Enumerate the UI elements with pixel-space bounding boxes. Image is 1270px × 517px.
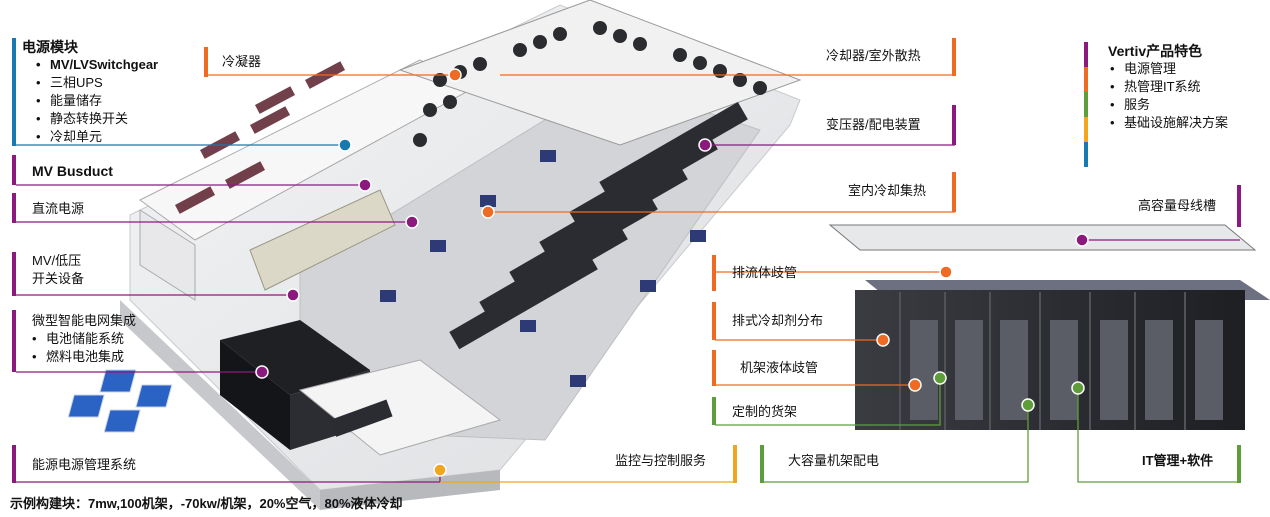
legend-color-green	[1084, 92, 1088, 117]
rack-manifold-label: 机架液体歧管	[740, 360, 819, 375]
solar-panels	[67, 369, 173, 433]
legend-item: 电源管理	[1110, 60, 1228, 78]
legend-item: 热管理IT系统	[1110, 78, 1228, 96]
rack-pdu-label: 大容量机架配电	[788, 453, 880, 468]
busway-label: 高容量母线槽	[1138, 198, 1217, 213]
marker-dots	[255, 68, 1089, 477]
mv-busduct-bar	[12, 155, 16, 185]
custom-rack-label: 定制的货架	[732, 404, 798, 419]
transformer-bar	[952, 105, 956, 145]
legend-color-blue	[1084, 142, 1088, 167]
legend-color-purple	[1084, 42, 1088, 67]
power-module-label: 电源模块 MV/LVSwitchgear 三相UPS 能量储存 静态转换开关 冷…	[22, 38, 158, 146]
indoor-cooling-bar	[952, 172, 956, 212]
dc-power-label: 直流电源	[32, 201, 85, 216]
legend-color-yellow	[1084, 117, 1088, 142]
footer-note: 示例构建块：7mw,100机架，-70kw/机架，20%空气，80%液体冷却	[10, 496, 403, 511]
custom-rack-bar	[712, 397, 716, 425]
exhaust-manifold-bar	[712, 255, 716, 291]
liquid-cooled-rack-lineup	[828, 224, 1270, 430]
power-module-item: 静态转换开关	[36, 110, 158, 128]
legend-title: Vertiv产品特色	[1108, 43, 1203, 59]
microgrid-bar	[12, 310, 16, 372]
mv-busduct-label: MV Busduct	[32, 163, 113, 179]
chiller-label: 冷却器/室外散热	[826, 48, 921, 63]
leader-lines	[16, 74, 1240, 483]
power-module-list: MV/LVSwitchgear 三相UPS 能量储存 静态转换开关 冷却单元	[22, 56, 158, 146]
power-module-item: 冷却单元	[36, 128, 158, 146]
cooling-units	[380, 150, 706, 387]
rack-pdu-bar	[760, 445, 764, 483]
it-mgmt-label: IT管理+软件	[1142, 453, 1214, 468]
power-module-item: 能量储存	[36, 92, 158, 110]
power-module-item: 三相UPS	[36, 74, 158, 92]
it-mgmt-bar	[1237, 445, 1241, 483]
busway-bar	[1237, 185, 1241, 227]
condenser-label: 冷凝器	[222, 54, 262, 69]
power-module-item: MV/LVSwitchgear	[36, 56, 158, 74]
chiller-bar	[952, 38, 956, 76]
microgrid-list: 电池储能系统 燃料电池集成	[32, 330, 136, 366]
cdu-label: 排式冷却剂分布	[732, 313, 824, 328]
exhaust-manifold-label: 排流体歧管	[732, 265, 798, 280]
legend-block: Vertiv产品特色 电源管理 热管理IT系统 服务 基础设施解决方案	[1108, 42, 1228, 132]
legend-item: 服务	[1110, 96, 1228, 114]
monitoring-bar	[733, 445, 737, 483]
transformer-label: 变压器/配电装置	[826, 117, 921, 132]
mv-lv-label: MV/低压 开关设备	[32, 253, 85, 286]
indoor-cooling-label: 室内冷却集热	[848, 183, 927, 198]
power-module-bar	[12, 38, 16, 146]
microgrid-item: 电池储能系统	[32, 330, 136, 348]
rack-rows	[449, 101, 748, 350]
microgrid-label: 微型智能电网集成 电池储能系统 燃料电池集成	[32, 312, 136, 366]
condenser-bar	[204, 47, 208, 77]
rack-manifold-bar	[712, 350, 716, 386]
microgrid-item: 燃料电池集成	[32, 348, 136, 366]
monitoring-label: 监控与控制服务	[615, 453, 707, 468]
legend-list: 电源管理 热管理IT系统 服务 基础设施解决方案	[1108, 60, 1228, 132]
control-room	[298, 359, 502, 456]
dc-power-bar	[12, 193, 16, 223]
energy-mgmt-bar	[12, 445, 16, 483]
cdu-bar	[712, 302, 716, 340]
legend-color-orange	[1084, 67, 1088, 92]
mv-lv-bar	[12, 252, 16, 296]
legend-item: 基础设施解决方案	[1110, 114, 1228, 132]
energy-mgmt-label: 能源电源管理系统	[32, 457, 137, 472]
